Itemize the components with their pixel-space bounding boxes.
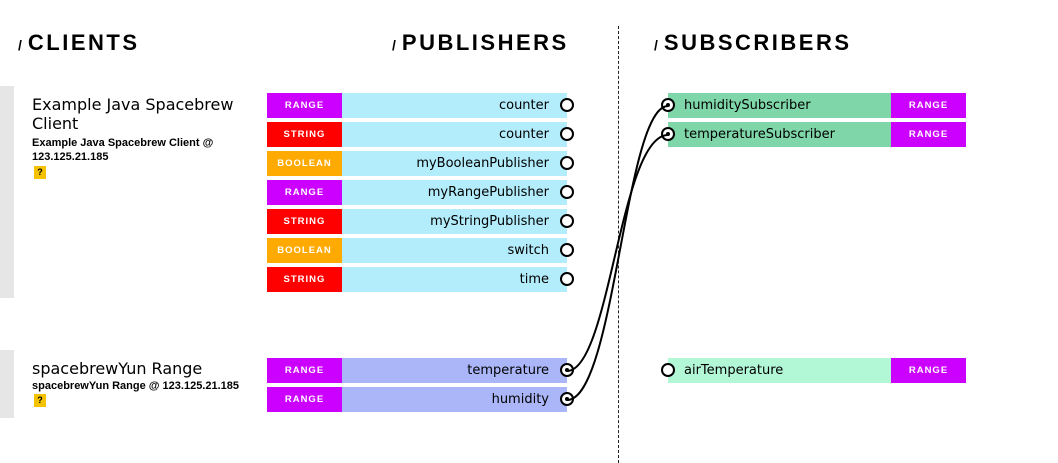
subscribers-header: / SUBSCRIBERS bbox=[654, 30, 852, 56]
subscribers-title: SUBSCRIBERS bbox=[663, 30, 852, 55]
type-badge-string: STRING bbox=[267, 122, 342, 147]
clients-title: CLIENTS bbox=[27, 30, 140, 55]
type-badge-range: RANGE bbox=[267, 358, 342, 383]
route-wire-temperature[interactable] bbox=[566, 134, 669, 372]
type-badge-range: RANGE bbox=[891, 358, 966, 383]
client-selector-bar[interactable] bbox=[0, 350, 14, 418]
type-badge-string: STRING bbox=[267, 209, 342, 234]
publisher-label[interactable]: switch bbox=[342, 238, 567, 263]
client-address: spacebrewYun Range @ 123.125.21.185 bbox=[32, 380, 240, 392]
type-badge-boolean: BOOLEAN bbox=[267, 238, 342, 263]
publishers-title: PUBLISHERS bbox=[401, 30, 569, 55]
publisher-label[interactable]: myStringPublisher bbox=[342, 209, 567, 234]
type-badge-string: STRING bbox=[267, 267, 342, 292]
type-badge-range: RANGE bbox=[267, 93, 342, 118]
help-icon[interactable]: ? bbox=[34, 166, 46, 179]
publisher-label[interactable]: myBooleanPublisher bbox=[342, 151, 567, 176]
publisher-port-icon[interactable] bbox=[560, 156, 574, 170]
type-badge-range: RANGE bbox=[891, 93, 966, 118]
publisher-label[interactable]: counter bbox=[342, 93, 567, 118]
publisher-port-icon[interactable] bbox=[560, 98, 574, 112]
publisher-label[interactable]: myRangePublisher bbox=[342, 180, 567, 205]
publisher-port-icon[interactable] bbox=[560, 185, 574, 199]
clients-header: / CLIENTS bbox=[18, 30, 140, 56]
publisher-port-icon[interactable] bbox=[560, 214, 574, 228]
publisher-label[interactable]: temperature bbox=[342, 358, 567, 383]
publisher-port-icon[interactable] bbox=[560, 272, 574, 286]
client-selector-bar[interactable] bbox=[0, 86, 14, 298]
type-badge-range: RANGE bbox=[267, 387, 342, 412]
subscriber-label[interactable]: airTemperature bbox=[668, 358, 891, 383]
publisher-port-icon[interactable] bbox=[560, 243, 574, 257]
header-slash: / bbox=[392, 37, 396, 53]
publisher-label[interactable]: counter bbox=[342, 122, 567, 147]
header-slash: / bbox=[18, 37, 22, 53]
subscriber-label[interactable]: humiditySubscriber bbox=[668, 93, 891, 118]
client-name[interactable]: Example Java Spacebrew Client bbox=[32, 95, 234, 133]
route-wire-humidity[interactable] bbox=[566, 105, 669, 401]
subscriber-port-icon[interactable] bbox=[661, 363, 675, 377]
type-badge-range: RANGE bbox=[891, 122, 966, 147]
publisher-label[interactable]: time bbox=[342, 267, 567, 292]
header-slash: / bbox=[654, 37, 658, 53]
help-icon[interactable]: ? bbox=[34, 394, 46, 407]
client-name[interactable]: spacebrewYun Range bbox=[32, 359, 203, 378]
publisher-port-icon[interactable] bbox=[560, 127, 574, 141]
publisher-label[interactable]: humidity bbox=[342, 387, 567, 412]
client-address: Example Java Spacebrew Client @ 123.125.… bbox=[32, 137, 214, 163]
type-badge-boolean: BOOLEAN bbox=[267, 151, 342, 176]
type-badge-range: RANGE bbox=[267, 180, 342, 205]
publishers-header: / PUBLISHERS bbox=[392, 30, 569, 56]
subscriber-label[interactable]: temperatureSubscriber bbox=[668, 122, 891, 147]
